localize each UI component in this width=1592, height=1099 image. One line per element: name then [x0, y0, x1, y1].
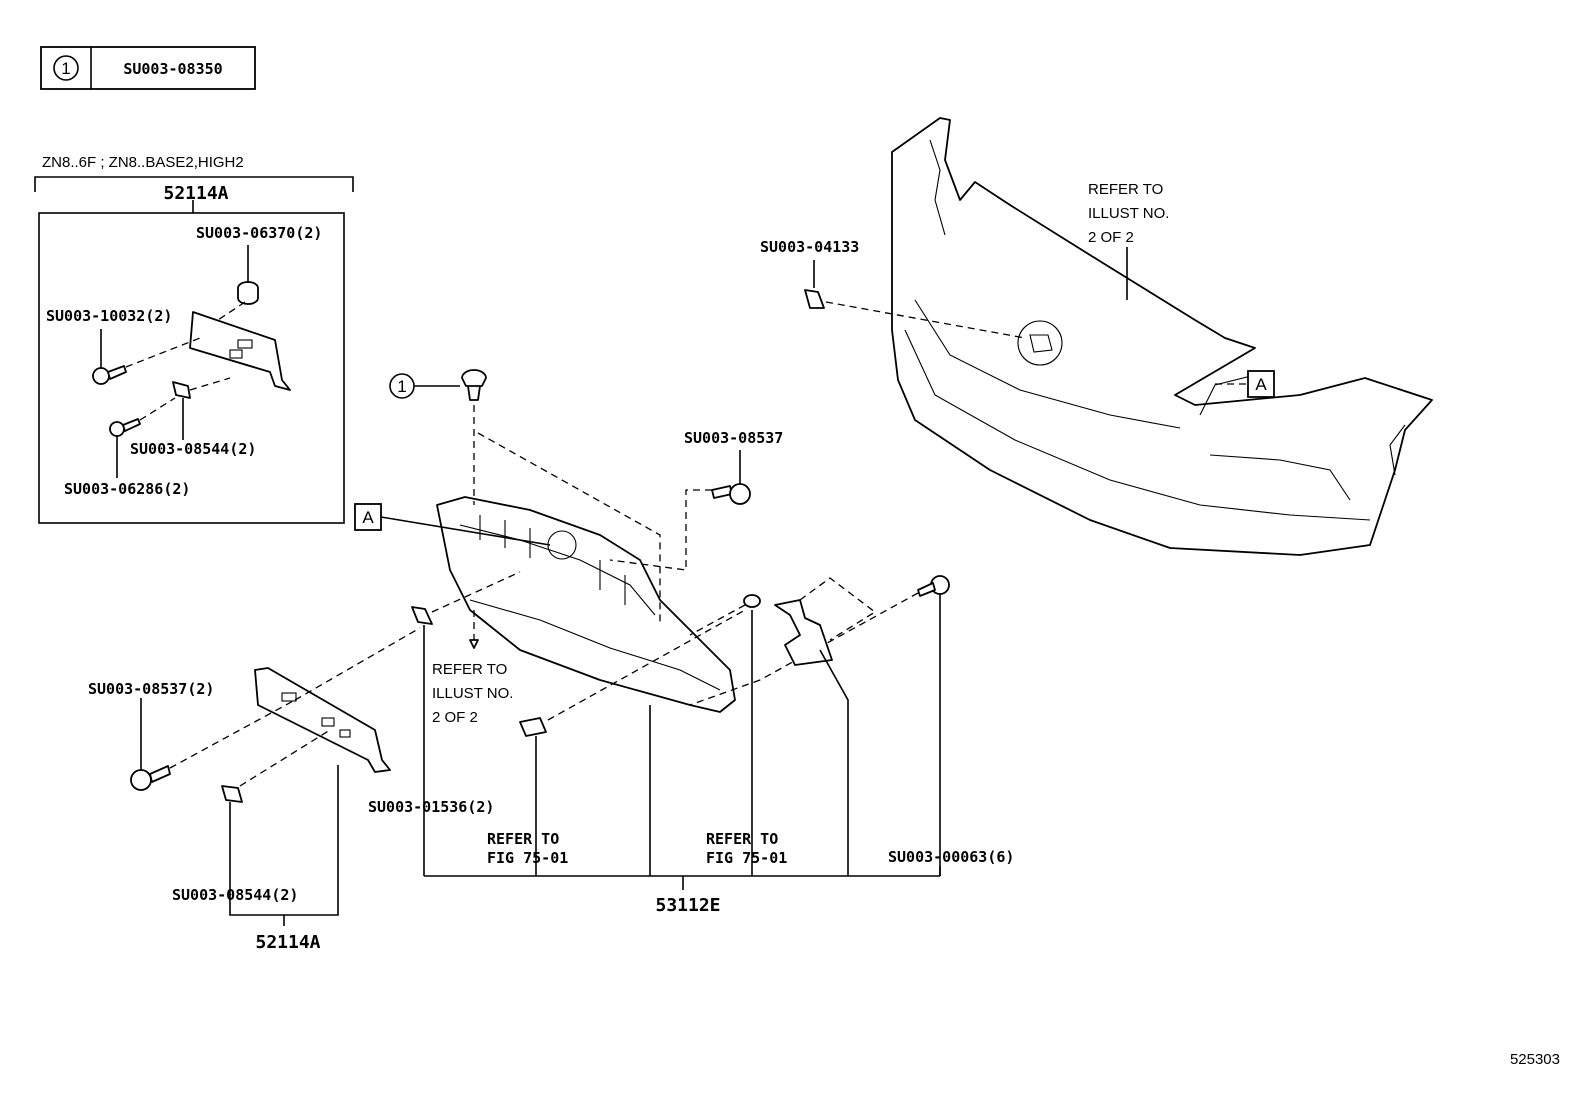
- grille-side-bracket: [774, 599, 833, 666]
- callout-grille-bolt: SU003-08537: [684, 429, 783, 447]
- plate-nut-icon: [221, 785, 243, 803]
- refer-fig-right-line1: REFER TO: [706, 830, 778, 848]
- group-code-bottom: 52114A: [255, 932, 320, 953]
- refer-fig-right-line2: FIG 75-01: [706, 849, 787, 867]
- inset-plate: [189, 311, 291, 391]
- inset-nut-icon: [172, 381, 191, 399]
- callout-inset-nut: SU003-08544(2): [130, 440, 256, 458]
- inset-screw-icon: [109, 418, 141, 437]
- license-plate-bracket: [254, 667, 391, 773]
- refer-fig-left-line1: REFER TO: [487, 830, 559, 848]
- svg-text:1: 1: [397, 377, 406, 396]
- marker-a-left: A: [354, 503, 382, 531]
- legend-key-part: SU003-08350: [123, 60, 222, 78]
- refer-bumper-line3: 2 OF 2: [1088, 229, 1134, 246]
- group-code-top: 52114A: [163, 183, 228, 204]
- refer-grille-line1: REFER TO: [432, 661, 507, 678]
- svg-text:A: A: [362, 508, 374, 527]
- key-clip-icon: [461, 369, 487, 401]
- grille-washer-icon: [743, 594, 761, 608]
- grille-clip-icon: [411, 606, 433, 625]
- group-bracket-top: [34, 176, 354, 213]
- callout-grille-screw: SU003-00063(6): [888, 848, 1014, 866]
- callout-plate-nut: SU003-08544(2): [172, 886, 298, 904]
- front-bumper-cover: [891, 117, 1433, 556]
- group-bracket-bottom: [229, 765, 339, 926]
- refer-grille-line2: ILLUST NO.: [432, 685, 513, 702]
- refer-bumper-line1: REFER TO: [1088, 181, 1163, 198]
- refer-bumper-line2: ILLUST NO.: [1088, 205, 1169, 222]
- callout-plate-bolt: SU003-08537(2): [88, 680, 214, 698]
- refer-grille-line3: 2 OF 2: [432, 709, 478, 726]
- assembly-bracket: [424, 705, 941, 890]
- grille-bolt-icon: [711, 483, 751, 505]
- callout-bumper-clip: SU003-04133: [760, 238, 859, 256]
- legend-key-symbol: 1: [61, 59, 70, 78]
- inset-clip-icon: [237, 281, 259, 305]
- condition-note: ZN8..6F ; ZN8..BASE2,HIGH2: [42, 154, 244, 171]
- inset-frame: [38, 212, 345, 524]
- plate-bolt-icon: [130, 765, 171, 791]
- marker-a-right: A: [1247, 370, 1275, 398]
- bumper-clip-icon: [804, 289, 825, 309]
- svg-text:A: A: [1255, 375, 1267, 394]
- callout-inset-bolt: SU003-10032(2): [46, 307, 172, 325]
- key-marker: 1: [389, 373, 415, 399]
- callout-inset-screw: SU003-06286(2): [64, 480, 190, 498]
- legend-key: 1 SU003-08350: [40, 46, 256, 90]
- callout-inset-clip-top: SU003-06370(2): [196, 224, 322, 242]
- callout-grille-clip: SU003-01536(2): [368, 798, 494, 816]
- grille-retainer-icon: [519, 717, 547, 737]
- inset-bolt-icon: [92, 365, 127, 385]
- radiator-grille: [436, 496, 736, 713]
- refer-fig-left-line2: FIG 75-01: [487, 849, 568, 867]
- illustration-id: 525303: [1510, 1051, 1560, 1068]
- assembly-code: 53112E: [655, 895, 720, 916]
- grille-screw-icon: [917, 575, 950, 597]
